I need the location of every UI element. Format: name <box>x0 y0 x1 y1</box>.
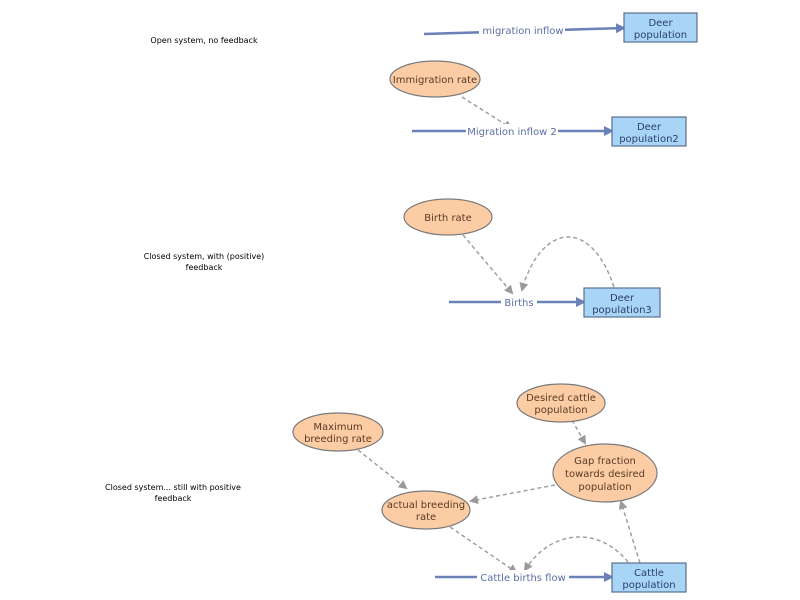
link-cattle-population-to-gap <box>618 500 641 564</box>
stock-label-line: Cattle <box>634 568 664 579</box>
flow-label-bg <box>466 124 558 138</box>
stock-label-line: population <box>634 30 687 41</box>
auxiliary-label-line: population <box>578 482 631 493</box>
note-closed-system-line1: Closed system, with (positive) <box>144 252 265 261</box>
auxiliary-label-line: actual breeding <box>387 500 465 511</box>
auxiliary-label-line: Desired cattle <box>526 393 596 404</box>
flow-label-bg <box>477 570 569 584</box>
auxiliary-label-line: population <box>534 405 587 416</box>
auxiliary-actual-breeding-rate[interactable] <box>381 490 471 530</box>
auxiliary-gap-fraction[interactable] <box>552 443 658 503</box>
link-maximum-rate-to-actual-rate <box>357 449 408 490</box>
link-cattle-population-to-flow <box>523 536 629 572</box>
link-deer-population3-to-births <box>519 236 615 292</box>
note-still-positive-line1: Closed system... still with positive <box>105 483 241 492</box>
stock-label-line: population2 <box>619 134 679 145</box>
auxiliary-label-line: Birth rate <box>424 213 472 224</box>
stock-label-line: Deer <box>648 18 673 29</box>
stock-label-line: Deer <box>610 293 635 304</box>
stock-deer-population[interactable] <box>623 12 698 43</box>
stock-deer-population2[interactable] <box>611 116 687 147</box>
flow-label-migration-inflow[interactable]: migration inflow <box>482 26 563 37</box>
note-still-positive-line2: feedback <box>155 494 192 503</box>
auxiliary-label-line: Immigration rate <box>393 75 477 86</box>
auxiliary-label-line: Gap fraction <box>574 456 636 467</box>
flow-label-cattle-births-flow[interactable]: Cattle births flow <box>480 573 566 584</box>
flow-label-bg <box>479 22 565 36</box>
auxiliary-label-line: breeding rate <box>304 434 372 445</box>
auxiliary-label-line: Maximum <box>313 422 362 433</box>
link-immigration-rate-to-flow <box>461 96 513 130</box>
link-actual-rate-to-cattle-flow <box>449 526 518 574</box>
auxiliary-label-line: rate <box>416 512 436 523</box>
stock-label-line: Deer <box>637 122 662 133</box>
stock-cattle-population[interactable] <box>611 562 687 593</box>
note-closed-system-line2: feedback <box>186 263 223 272</box>
auxiliary-desired-cattle-population[interactable] <box>516 383 606 423</box>
link-gap-to-actual-rate <box>469 484 556 505</box>
auxiliary-label-line: towards desired <box>565 469 645 480</box>
stock-label-line: population <box>622 580 675 591</box>
flow-label-migration-inflow-2[interactable]: Migration inflow 2 <box>467 127 557 138</box>
auxiliary-maximum-breeding-rate[interactable] <box>292 412 384 452</box>
flow-label-births[interactable]: Births <box>504 298 533 309</box>
stock-label-line: population3 <box>592 305 652 316</box>
auxiliary-immigration-rate[interactable] <box>389 60 481 98</box>
flow-label-bg <box>501 295 537 309</box>
link-birth-rate-to-births <box>462 234 514 295</box>
note-open-system: Open system, no feedback <box>150 36 258 45</box>
auxiliary-birth-rate[interactable] <box>403 198 493 236</box>
link-desired-population-to-gap <box>571 419 586 445</box>
stock-deer-population3[interactable] <box>583 287 661 318</box>
